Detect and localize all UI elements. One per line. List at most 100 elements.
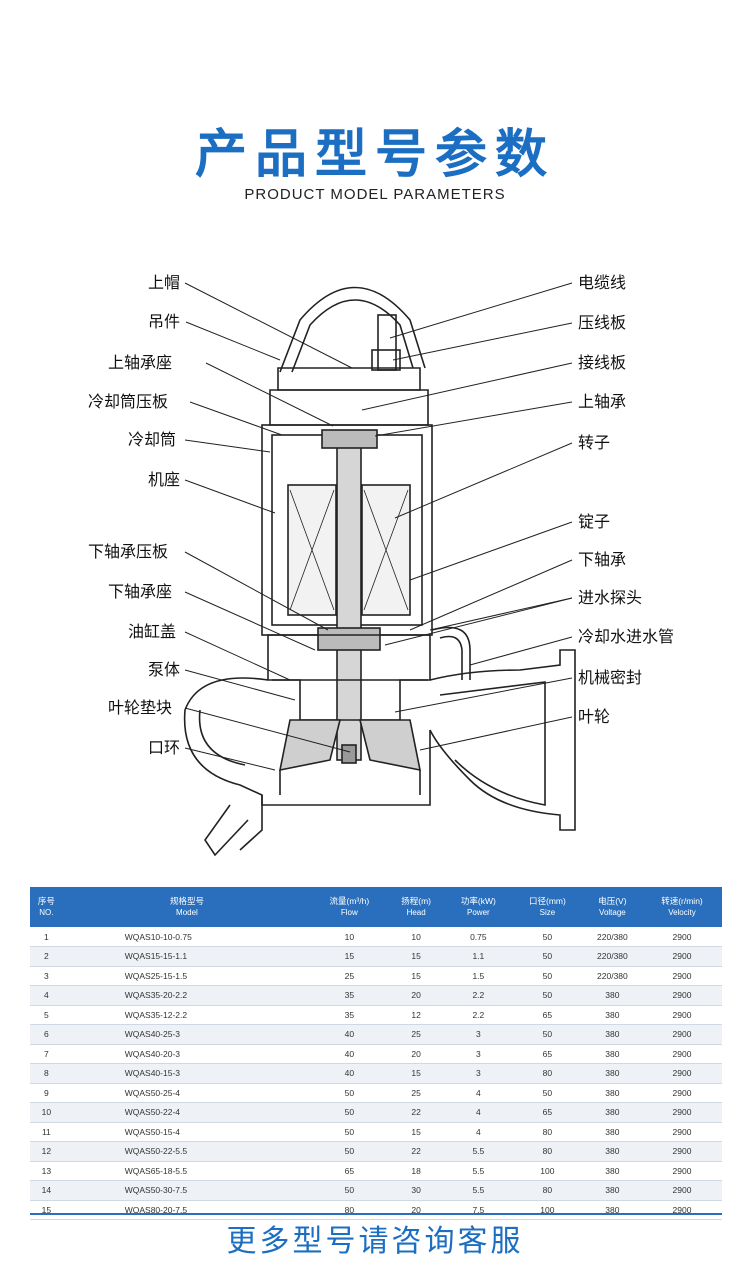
table-cell: 25 <box>411 1029 421 1040</box>
table-cell: 50 <box>542 931 553 942</box>
table-cell: 2900 <box>672 1204 692 1215</box>
table-cell: 50 <box>542 951 553 962</box>
table-cell: WQAS40-25-3 <box>124 1029 181 1040</box>
table-cell: WQAS50-22-4 <box>124 1107 181 1118</box>
table-cell: 3 <box>475 1048 481 1059</box>
label-cooling-jacket: 冷却筒 <box>128 430 176 449</box>
table-cell: 7 <box>44 1048 49 1059</box>
table-cell: 40 <box>344 1048 355 1059</box>
column-header-zh: 电压(V) <box>598 896 627 906</box>
table-cell: 4 <box>475 1087 481 1098</box>
table-cell: 5.5 <box>472 1185 485 1196</box>
table-cell: 20 <box>411 990 421 1001</box>
label-cooling-jacket-plate: 冷却筒压板 <box>88 392 168 411</box>
pump-diagram: 上帽 吊件 上轴承座 冷却筒压板 冷却筒 机座 下轴承压板 下轴承座 油缸盖 泵… <box>88 273 674 857</box>
label-terminal-board: 接线板 <box>578 353 626 372</box>
table-cell: 15 <box>411 1068 421 1079</box>
column-header-en: Flow <box>340 908 358 917</box>
table-cell: 4 <box>475 1107 481 1118</box>
label-cooling-inlet-pipe: 冷却水进水管 <box>578 627 674 646</box>
table-cell: 50 <box>542 990 553 1001</box>
table-cell: 15 <box>411 970 421 981</box>
label-impeller-spacer: 叶轮垫块 <box>108 698 172 717</box>
table-cell: 5.5 <box>472 1165 485 1176</box>
table-cell: 4 <box>475 1126 481 1137</box>
table-cell: 10 <box>411 931 421 942</box>
left-labels: 上帽 吊件 上轴承座 冷却筒压板 冷却筒 机座 下轴承压板 下轴承座 油缸盖 泵… <box>88 273 180 757</box>
table-cell: WQAS50-15-4 <box>124 1126 181 1137</box>
table-cell: 10 <box>41 1107 52 1118</box>
table-cell: 40 <box>344 1029 355 1040</box>
table-cell: 80 <box>542 1146 553 1157</box>
table-cell: WQAS15-15-1.1 <box>124 951 188 962</box>
table-cell: 50 <box>344 1087 355 1098</box>
column-header: 电压(V)Voltage <box>583 887 642 927</box>
table-cell: 220/380 <box>597 970 628 981</box>
column-header-zh: 转速(r/min) <box>661 896 703 906</box>
table-cell: 380 <box>605 1126 620 1137</box>
table-cell: 30 <box>411 1185 421 1196</box>
table-cell: 25 <box>411 1087 421 1098</box>
table-cell: 220/380 <box>597 931 628 942</box>
table-cell: 8 <box>44 1068 49 1079</box>
table-cell: 80 <box>344 1204 355 1215</box>
page-subtitle: PRODUCT MODEL PARAMETERS <box>244 186 506 203</box>
table-cell: 3 <box>475 1068 481 1079</box>
table-cell: 15 <box>411 1126 421 1137</box>
table-cell: 65 <box>542 1009 553 1020</box>
table-cell: WQAS80-20-7.5 <box>124 1204 188 1215</box>
table-cell: 380 <box>605 1087 620 1098</box>
label-upper-bearing-seat: 上轴承座 <box>108 353 172 372</box>
table-cell: 80 <box>542 1126 553 1137</box>
label-water-probe: 进水探头 <box>578 588 642 607</box>
label-motor-base: 机座 <box>148 470 180 489</box>
page-title: 产品型号参数 <box>194 125 555 185</box>
column-header: 功率(kW)Power <box>445 887 512 927</box>
table-cell: 5 <box>44 1009 49 1020</box>
table-cell: 12 <box>411 1009 421 1020</box>
table-cell: 2900 <box>672 951 692 962</box>
table-cell: 25 <box>344 970 355 981</box>
table-cell: 380 <box>605 1204 620 1215</box>
label-lower-bearing-plate: 下轴承压板 <box>88 542 168 561</box>
label-rotor: 转子 <box>578 433 610 452</box>
table-cell: 100 <box>540 1204 555 1215</box>
label-cable: 电缆线 <box>578 273 626 292</box>
table-cell: 7.5 <box>472 1204 485 1215</box>
label-stator: 锭子 <box>578 512 610 531</box>
table-cell: 2900 <box>672 1068 692 1079</box>
table-cell: 14 <box>41 1185 52 1196</box>
label-lower-bearing-seat: 下轴承座 <box>108 582 172 601</box>
table-cell: 3 <box>475 1029 481 1040</box>
right-labels: 电缆线 压线板 接线板 上轴承 转子 锭子 下轴承 进水探头 冷却水进水管 机械… <box>578 273 674 726</box>
column-header-en: Size <box>539 908 556 917</box>
table-cell: 10 <box>344 931 355 942</box>
table-cell: WQAS10-10-0.75 <box>124 931 192 942</box>
label-wear-ring: 口环 <box>148 738 180 757</box>
column-header-zh: 流量(m³/h) <box>329 896 370 906</box>
table-cell: 2.2 <box>472 1009 485 1020</box>
table-cell: 380 <box>605 990 620 1001</box>
table-cell: 50 <box>344 1126 355 1137</box>
column-header-zh: 序号 <box>37 896 55 906</box>
column-header-en: Head <box>406 908 426 917</box>
table-cell: 2900 <box>672 1126 692 1137</box>
table-cell: 50 <box>344 1185 355 1196</box>
label-lifting-piece: 吊件 <box>148 312 180 331</box>
table-cell: 2900 <box>672 970 692 981</box>
table-cell: WQAS65-18-5.5 <box>124 1165 188 1176</box>
column-header-en: Model <box>176 908 198 917</box>
table-cell: 380 <box>605 1068 620 1079</box>
table-cell: 50 <box>542 1087 553 1098</box>
table-cell: 220/380 <box>597 951 628 962</box>
